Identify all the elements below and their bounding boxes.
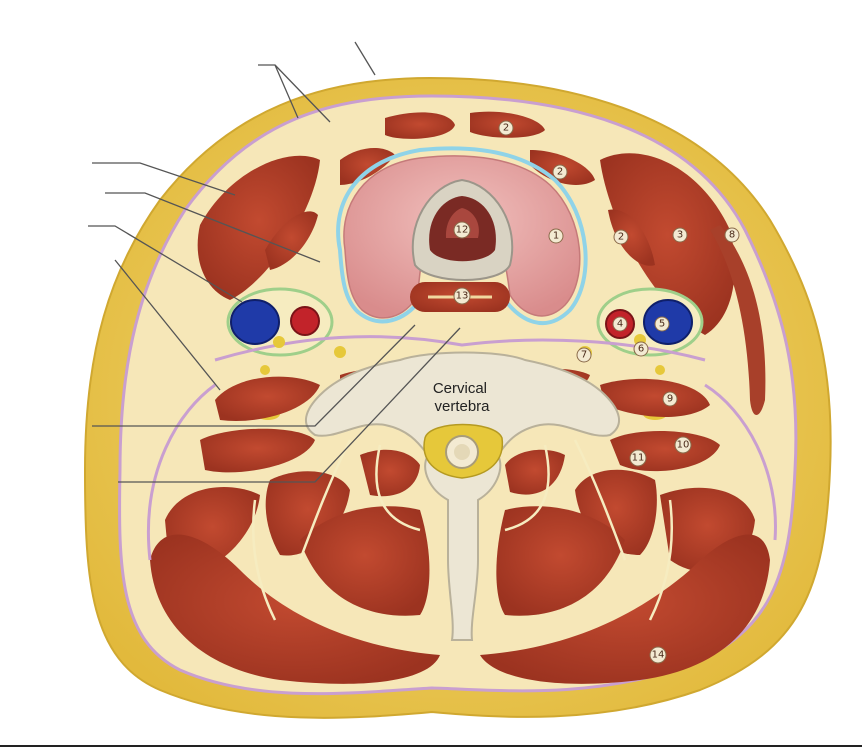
leader-line-4 (105, 192, 321, 263)
thyroid-capsule (336, 146, 588, 326)
deep-muscle-right (505, 449, 565, 495)
nerve-left-b (260, 365, 270, 375)
septum-4 (573, 439, 627, 561)
lateral-muscle-right (710, 225, 766, 415)
omohyoid-left (265, 211, 318, 270)
leader-line-7 (92, 324, 416, 427)
nerve-left-a (334, 346, 346, 358)
marker-8: 8 (724, 227, 740, 243)
semispinalis-right (496, 506, 625, 616)
scm-left (197, 155, 320, 300)
septum-6 (648, 499, 674, 621)
carotid-artery-left (290, 306, 320, 336)
strap-muscle-left (385, 112, 455, 139)
svg-text:12: 12 (456, 225, 469, 236)
marker-2a: 2 (498, 120, 514, 136)
posterior-muscle-left-1 (200, 428, 315, 473)
semispinalis-left (300, 506, 430, 616)
svg-text:11: 11 (632, 453, 645, 464)
spinal-cord-gray (454, 444, 470, 460)
thyroid-gland (343, 155, 581, 319)
leader-line-8 (118, 327, 461, 483)
septum-2 (375, 444, 421, 532)
vertebra-label-line-1: Cervical (433, 380, 487, 397)
marker-4: 4 (612, 316, 628, 332)
scalene-right (600, 378, 710, 418)
marker-3: 3 (672, 227, 688, 243)
marker-6: 6 (633, 341, 649, 357)
marker-2c: 2 (613, 229, 629, 245)
svg-text:9: 9 (667, 394, 673, 405)
septum-5 (251, 499, 277, 621)
leader-line-6 (114, 259, 221, 391)
trapezius-left (150, 534, 440, 684)
trapezius-right (480, 534, 770, 684)
svg-text:14: 14 (652, 650, 665, 661)
vagus-nerve-left (273, 336, 285, 348)
svg-text:7: 7 (581, 350, 587, 361)
svg-text:3: 3 (677, 230, 683, 241)
svg-text:5: 5 (659, 319, 665, 330)
svg-text:2: 2 (503, 123, 509, 134)
septum-3 (504, 444, 550, 532)
svg-text:2: 2 (618, 232, 624, 243)
nerve-right-b (655, 365, 665, 375)
jugular-vein-left (230, 299, 280, 345)
deep-muscle-left (360, 449, 420, 497)
marker-14: 14 (649, 646, 667, 664)
svg-text:10: 10 (677, 440, 690, 451)
leader-line-5 (88, 225, 243, 303)
septum-1 (298, 439, 352, 561)
deep-fascia-posterior (147, 383, 777, 561)
marker-5: 5 (654, 316, 670, 332)
prevertebral-fascia (214, 335, 706, 362)
marker-2b: 2 (552, 164, 568, 180)
svg-text:2: 2 (557, 167, 563, 178)
scm-right (600, 153, 735, 335)
scalene-left (215, 376, 320, 421)
svg-text:4: 4 (617, 319, 623, 330)
marker-7: 7 (576, 347, 592, 363)
marker-11: 11 (629, 449, 647, 467)
cervical-vertebra (305, 351, 620, 641)
svg-text:8: 8 (729, 230, 735, 241)
svg-text:6: 6 (638, 344, 644, 355)
leader-line-2 (258, 64, 331, 123)
marker-10: 10 (674, 436, 692, 454)
marker-9: 9 (662, 391, 678, 407)
marker-13: 13 (453, 287, 471, 305)
strap-muscle-left2 (340, 148, 395, 185)
marker-12: 12 (453, 221, 471, 239)
svg-text:13: 13 (456, 291, 469, 302)
leader-line-3 (92, 162, 236, 196)
marker-1: 1 (548, 228, 564, 244)
leader-line-1 (354, 41, 376, 76)
number-markers: 1 2 2 2 3 4 5 6 7 8 9 10 11 12 13 14 (453, 120, 740, 664)
vertebra-label-line-2: vertebra (434, 398, 490, 415)
leader-lines (88, 41, 461, 483)
svg-text:1: 1 (553, 231, 559, 242)
omohyoid-right (608, 209, 655, 266)
vertebra-label: Cervical vertebra (433, 380, 491, 415)
